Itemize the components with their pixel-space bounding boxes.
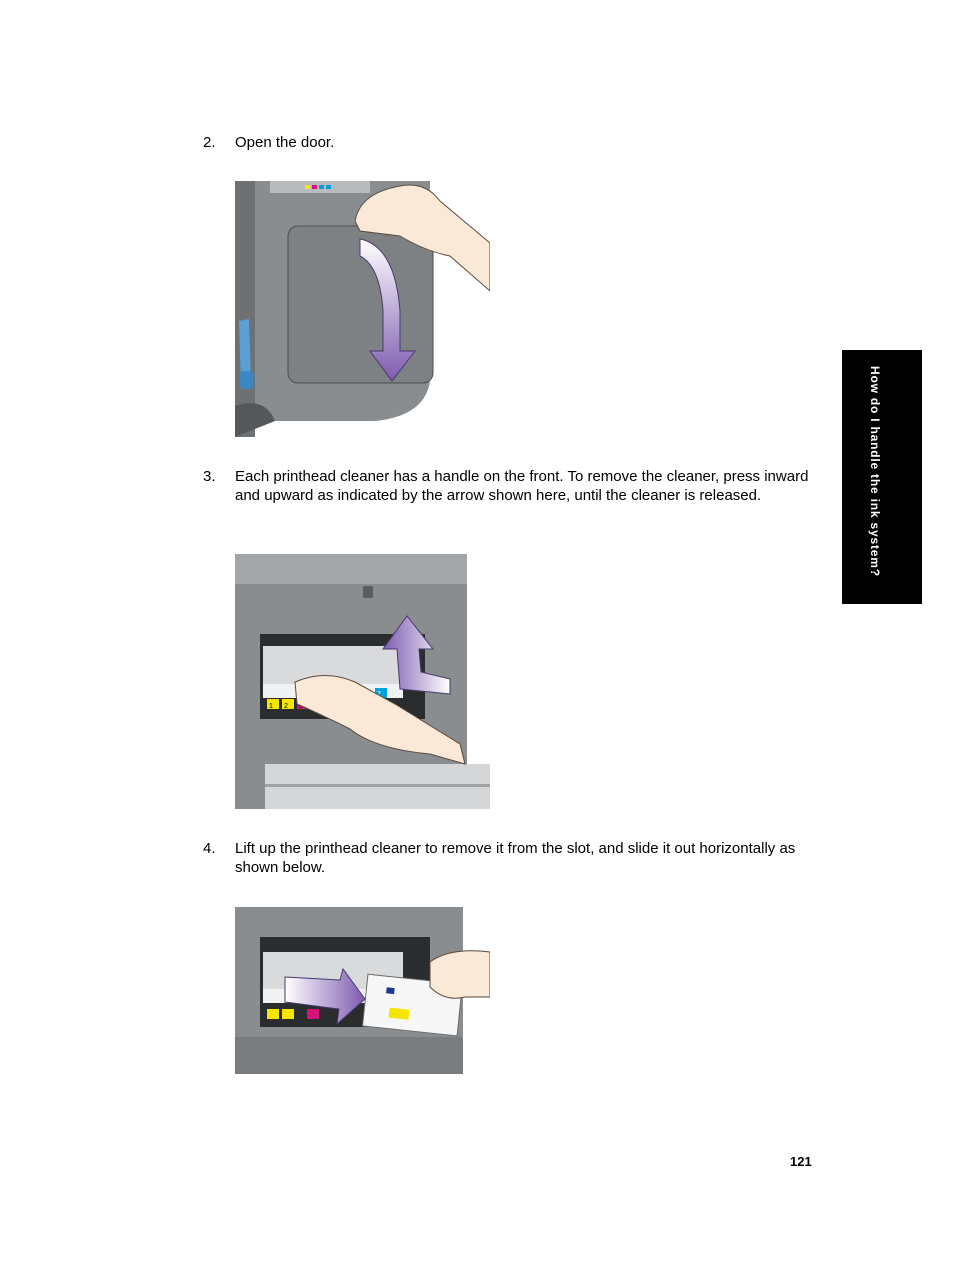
- slide-out-cleaner-illustration: [235, 907, 490, 1074]
- press-cleaner-illustration: 1 2 3 7: [235, 554, 490, 809]
- slot-label: 1: [269, 703, 273, 710]
- step-number: 3.: [203, 468, 216, 485]
- step-text: Each printhead cleaner has a handle on t…: [235, 468, 809, 504]
- open-door-illustration: [235, 181, 490, 437]
- step-text: Open the door.: [235, 134, 335, 151]
- slot-label: 2: [284, 703, 288, 710]
- slot-label: 3: [299, 703, 303, 710]
- step-text: Lift up the printhead cleaner to remove …: [235, 840, 796, 876]
- page-number: 121: [790, 1154, 812, 1169]
- chapter-tab-label: How do I handle the ink system?: [868, 366, 882, 577]
- step-number: 4.: [203, 840, 216, 857]
- slot-label: 7: [377, 691, 381, 698]
- chapter-side-tab: How do I handle the ink system?: [842, 350, 922, 604]
- step-number: 2.: [203, 134, 216, 151]
